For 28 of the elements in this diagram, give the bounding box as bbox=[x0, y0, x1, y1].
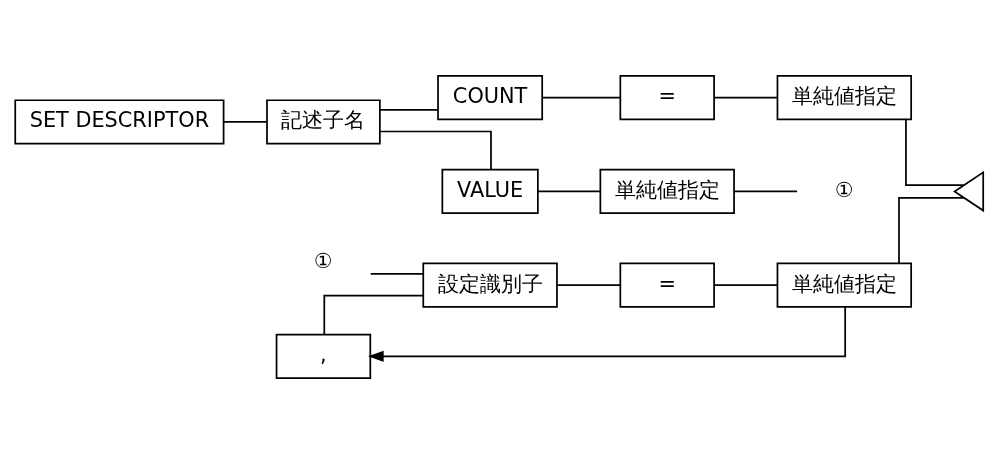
node-box: , bbox=[275, 333, 372, 379]
connector bbox=[905, 118, 965, 186]
connector bbox=[713, 96, 778, 99]
node-box: VALUE bbox=[441, 168, 539, 214]
node-box: = bbox=[619, 74, 715, 120]
node-box: SET DESCRIPTOR bbox=[14, 98, 225, 145]
connector bbox=[541, 96, 622, 99]
node-text: ① bbox=[314, 248, 333, 273]
connector bbox=[713, 283, 778, 286]
connector bbox=[556, 283, 621, 286]
node-triangle bbox=[953, 170, 985, 212]
connector bbox=[537, 190, 601, 192]
node-box: 単純値指定 bbox=[599, 168, 735, 214]
node-box: 単純値指定 bbox=[776, 74, 912, 120]
node-box: 単純値指定 bbox=[776, 262, 912, 308]
node-box: 記述子名 bbox=[266, 98, 381, 145]
arrow bbox=[368, 305, 847, 362]
connector bbox=[898, 196, 965, 264]
connector bbox=[323, 294, 424, 335]
connector bbox=[733, 190, 798, 192]
connector bbox=[379, 130, 492, 170]
connector bbox=[379, 108, 439, 111]
connector bbox=[222, 120, 268, 123]
node-box: 設定識別子 bbox=[422, 262, 558, 308]
connector bbox=[369, 272, 424, 275]
node-text: ① bbox=[834, 177, 854, 202]
node-box: = bbox=[619, 262, 715, 308]
node-box: COUNT bbox=[437, 74, 544, 120]
